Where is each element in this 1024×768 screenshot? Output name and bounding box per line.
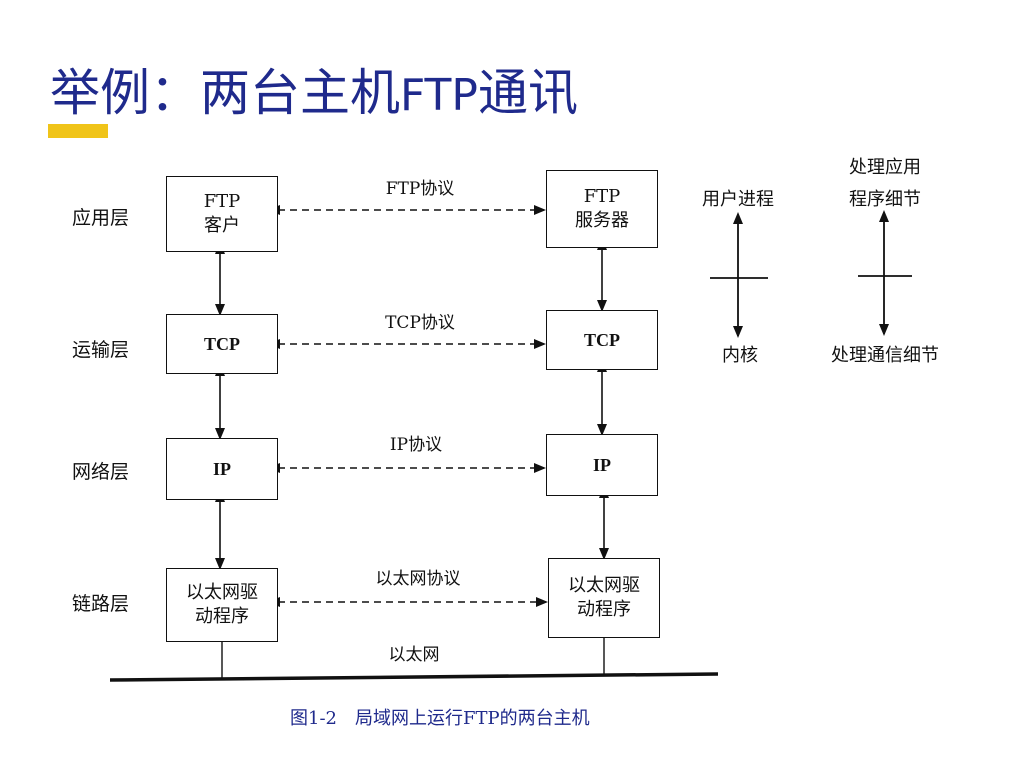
box-line: 动程序 <box>577 599 631 620</box>
kernel-label: 内核 <box>722 345 758 366</box>
box-line: 以太网驱 <box>186 582 258 603</box>
figure-caption: 图1-2 局域网上运行FTP的两台主机 <box>290 704 590 730</box>
user-process-label: 用户进程 <box>702 189 774 210</box>
right-ip-box: IP <box>546 434 658 496</box>
title-latin: FTP <box>400 70 478 121</box>
box-line: TCP <box>584 330 620 350</box>
box-line: FTP <box>203 191 241 212</box>
left-ethernet-driver-box: 以太网驱 动程序 <box>166 568 278 642</box>
left-tcp-box: TCP <box>166 314 278 374</box>
app-detail-label-line2: 程序细节 <box>849 189 921 210</box>
title-accent-bar <box>48 124 108 138</box>
comm-detail-label: 处理通信细节 <box>831 345 939 366</box>
layer-label-link: 链路层 <box>72 593 130 615</box>
figure-number: 图1-2 <box>290 708 337 729</box>
title-prefix: 举例：两台主机 <box>50 64 400 122</box>
ethernet-bus <box>109 672 719 682</box>
box-line: IP <box>593 455 611 475</box>
box-line: IP <box>213 459 231 479</box>
left-ftp-client-box: FTP 客户 <box>166 176 278 252</box>
right-ftp-server-box: FTP 服务器 <box>546 170 658 248</box>
layer-label-transport: 运输层 <box>72 339 130 361</box>
box-line: FTP <box>583 186 621 207</box>
box-line: 客户 <box>204 215 240 236</box>
box-line: 动程序 <box>195 606 249 627</box>
ip-protocol-label: IP协议 <box>389 435 443 455</box>
ftp-protocol-label: FTP协议 <box>385 179 455 199</box>
page-title: 举例：两台主机FTP通讯 <box>50 68 578 118</box>
figure-caption-text: 局域网上运行FTP的两台主机 <box>355 708 590 729</box>
title-suffix: 通讯 <box>477 64 578 122</box>
box-line: 服务器 <box>575 210 629 231</box>
ethernet-protocol-label: 以太网协议 <box>375 569 461 589</box>
left-ip-box: IP <box>166 438 278 500</box>
layer-label-application: 应用层 <box>72 207 130 229</box>
right-tcp-box: TCP <box>546 310 658 370</box>
box-line: 以太网驱 <box>568 575 640 596</box>
app-detail-label-line1: 处理应用 <box>849 157 921 178</box>
box-line: TCP <box>204 334 240 354</box>
right-ethernet-driver-box: 以太网驱 动程序 <box>548 558 660 638</box>
ethernet-label: 以太网 <box>388 645 440 665</box>
tcp-protocol-label: TCP协议 <box>385 313 455 333</box>
layer-label-network: 网络层 <box>72 461 130 483</box>
